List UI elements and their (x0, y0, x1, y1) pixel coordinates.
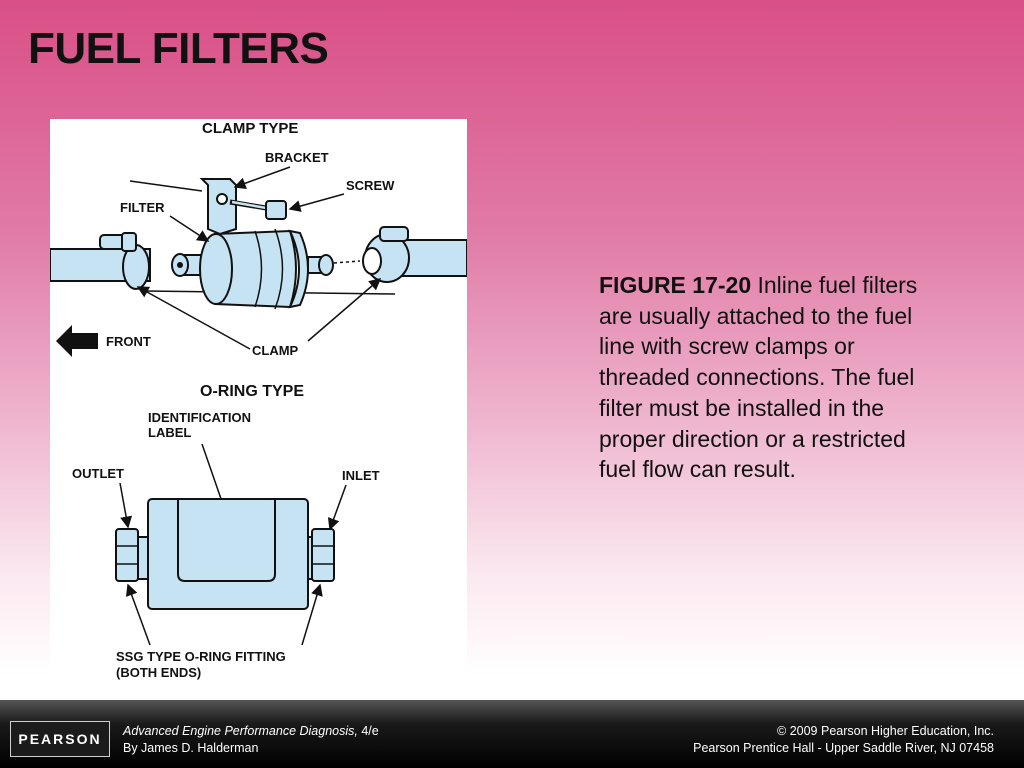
fuel-filter-diagram: CLAMP TYPE (50, 120, 467, 680)
caption-text: Inline fuel filters are usually attached… (599, 272, 918, 483)
bracket-label: BRACKET (265, 150, 329, 165)
left-clamp (99, 232, 150, 290)
alignment-dash (333, 260, 361, 264)
front-label: FRONT (106, 334, 151, 349)
clamp-label: CLAMP (252, 343, 299, 358)
filter-nipple-right (307, 254, 334, 276)
bracket (199, 178, 237, 236)
book-author: By James D. Halderman (123, 741, 259, 755)
footer-copyright: © 2009 Pearson Higher Education, Inc. Pe… (693, 723, 994, 757)
screw-label: SCREW (346, 178, 395, 193)
pearson-logo: PEARSON (10, 721, 110, 757)
identification-label: IDENTIFICATION (148, 410, 251, 425)
footer-bar: PEARSON Advanced Engine Performance Diag… (0, 700, 1024, 768)
identification-label-2: LABEL (148, 425, 191, 440)
ssg-fitting-label-2: (BOTH ENDS) (116, 665, 201, 680)
publisher-text: Pearson Prentice Hall - Upper Saddle Riv… (693, 741, 994, 755)
figure-caption: FIGURE 17-20 Inline fuel filters are usu… (599, 270, 919, 485)
book-edition: 4/e (357, 724, 379, 738)
clamp-type-heading: CLAMP TYPE (202, 120, 298, 137)
oring-filter-body (147, 498, 309, 610)
inlet-label: INLET (342, 468, 380, 483)
outlet-fitting (115, 528, 149, 582)
page-title: FUEL FILTERS (28, 24, 329, 73)
outlet-label: OUTLET (72, 466, 124, 481)
filter-label: FILTER (120, 200, 165, 215)
fuel-filter-figure: CLAMP TYPE (50, 119, 467, 684)
front-arrow-icon (56, 325, 98, 357)
ssg-fitting-label: SSG TYPE O-RING FITTING (116, 649, 286, 664)
copyright-text: © 2009 Pearson Higher Education, Inc. (777, 724, 994, 738)
oring-type-heading: O-RING TYPE (200, 383, 304, 400)
footer-book-info: Advanced Engine Performance Diagnosis, 4… (123, 723, 379, 757)
book-title: Advanced Engine Performance Diagnosis, (123, 724, 358, 738)
clamp-filter-body (199, 228, 309, 310)
right-clamp (362, 226, 410, 283)
screw (229, 199, 287, 220)
figure-number: FIGURE 17-20 (599, 272, 752, 298)
inlet-fitting (307, 528, 335, 582)
